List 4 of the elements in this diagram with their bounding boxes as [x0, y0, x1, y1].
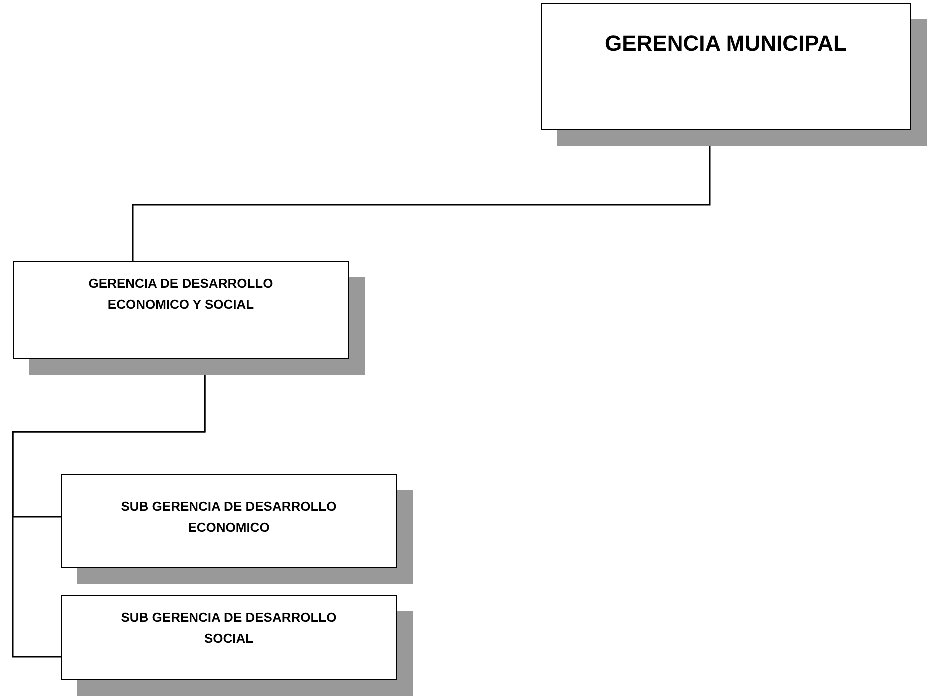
unit-name: SUB GERENCIA DE DESARROLLO ECONOMICO: [120, 498, 338, 537]
unit-name: SUB GERENCIA DE DESARROLLO SOCIAL: [120, 609, 338, 648]
unit-name: GERENCIA MUNICIPAL: [605, 30, 847, 58]
unit-name: GERENCIA DE DESARROLLO ECONOMICO Y SOCIAL: [88, 275, 274, 314]
